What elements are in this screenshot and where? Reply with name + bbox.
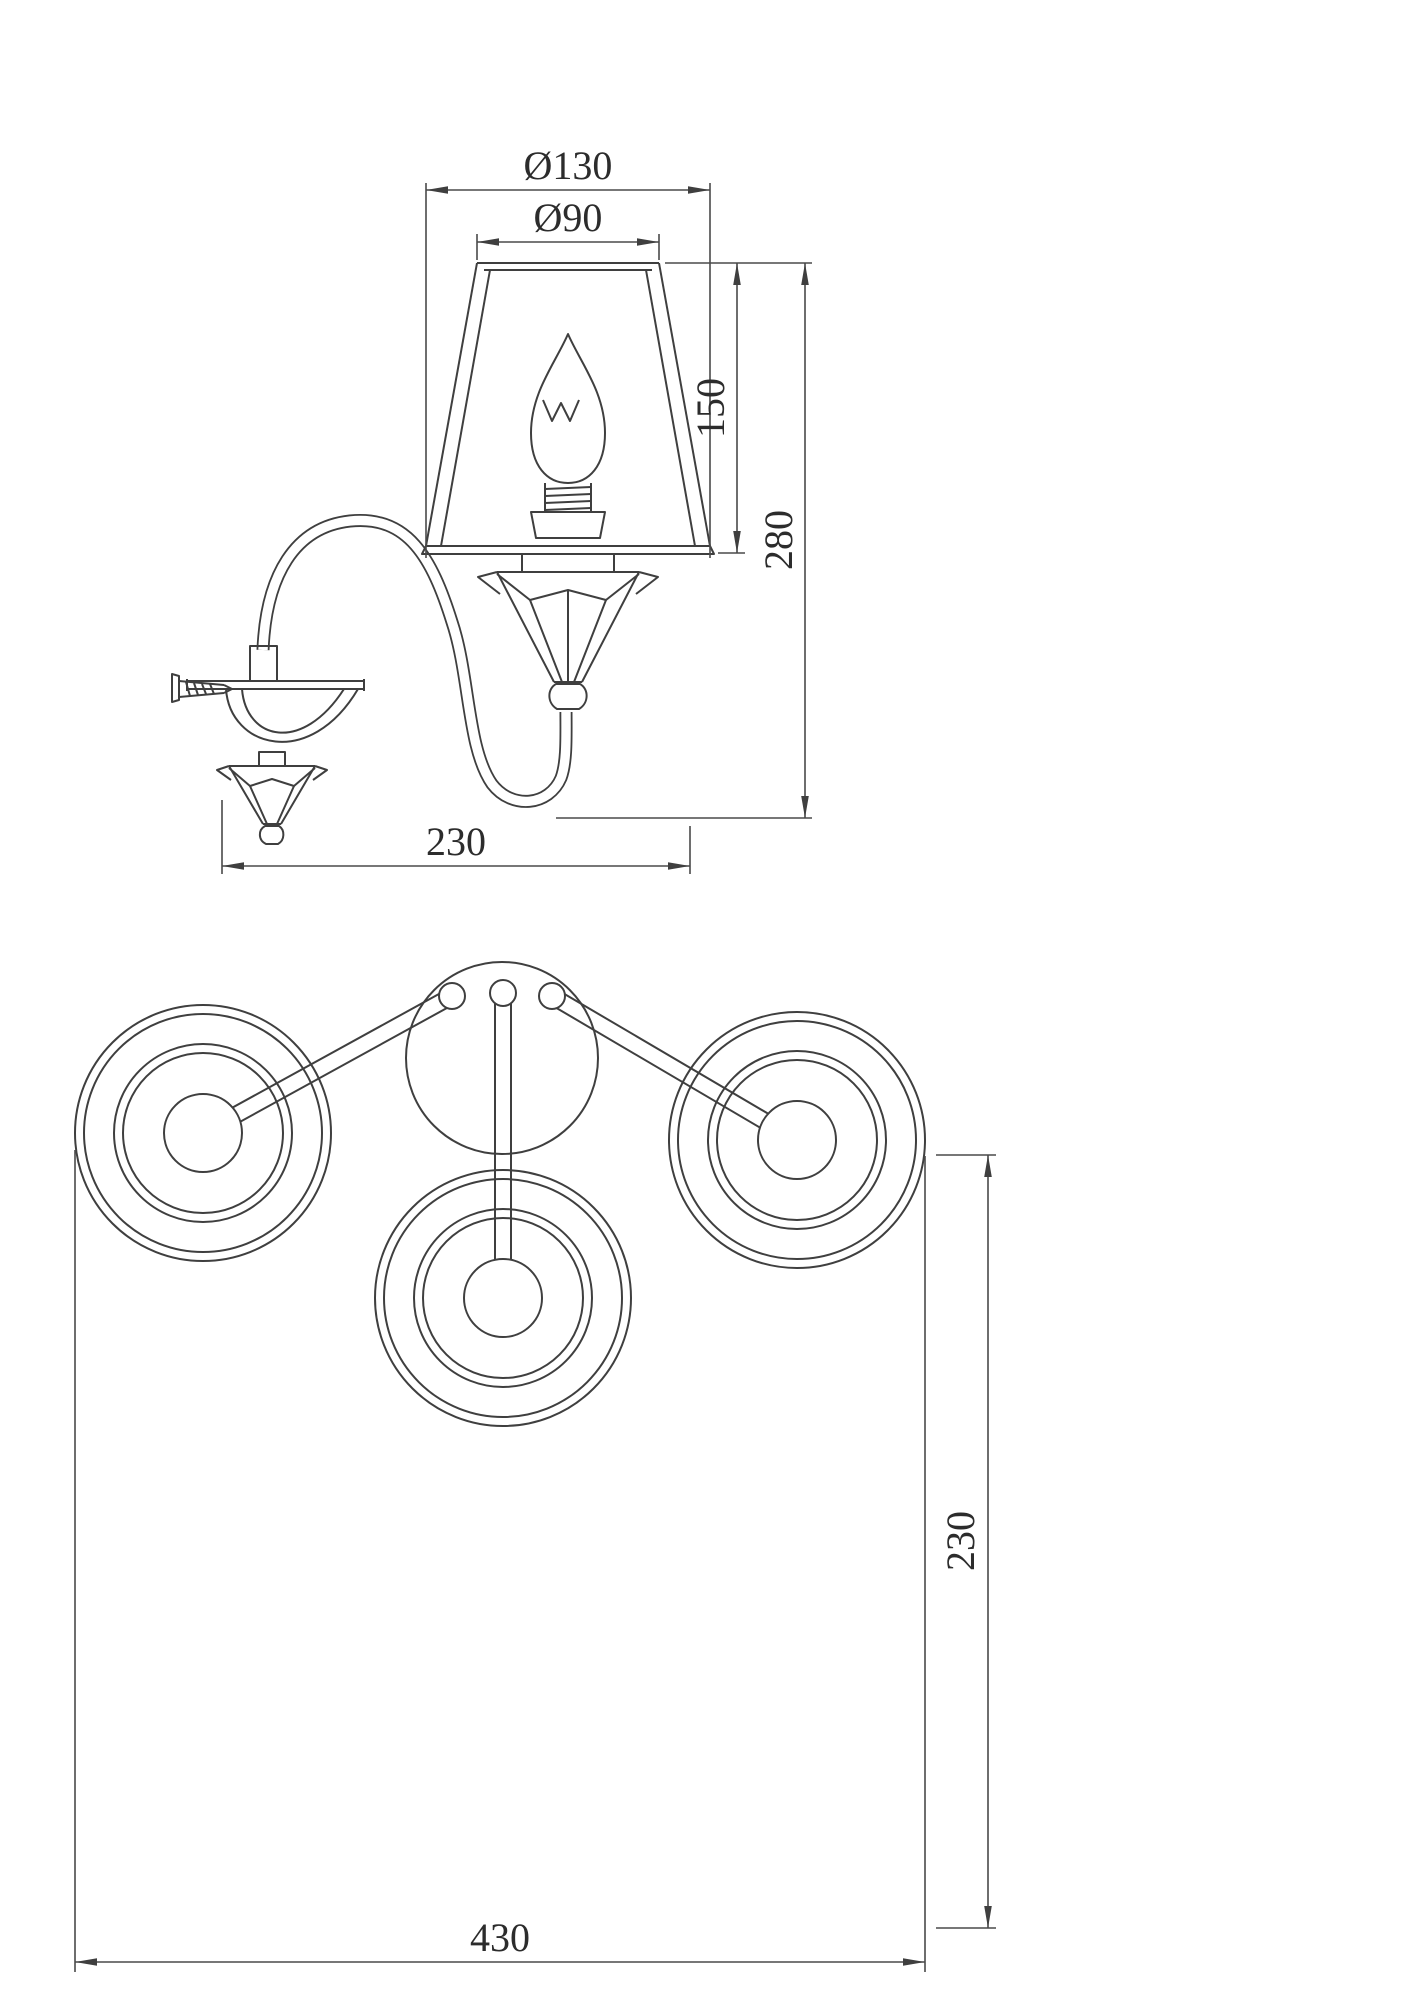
dim-inner-diameter: Ø90 xyxy=(476,195,660,260)
shade-top-left-center-hole xyxy=(163,1093,243,1173)
dim-outer-diameter-label: Ø130 xyxy=(524,143,613,188)
canopy-hole-center xyxy=(489,979,517,1007)
canopy-hole-right xyxy=(538,982,566,1010)
bulb-socket xyxy=(530,511,606,539)
dim-shade-height-label: 150 xyxy=(688,378,733,438)
shade-top-right-center-hole xyxy=(757,1100,837,1180)
cone-wing-right xyxy=(635,571,659,595)
plan-arm-left xyxy=(198,988,457,1141)
lamp-shade xyxy=(421,262,715,555)
mount-stem xyxy=(249,645,278,681)
plan-arm-right xyxy=(547,988,802,1148)
mount-ornament-cone xyxy=(216,765,328,845)
cone-knob xyxy=(548,683,588,710)
cone-wing-left xyxy=(477,571,501,595)
crystal-cone-holder xyxy=(477,571,659,710)
mount-collar xyxy=(258,751,286,766)
shade-top-center-center-hole xyxy=(463,1258,543,1338)
shade-top-left xyxy=(74,1004,332,1262)
plan-view: 430 230 xyxy=(74,961,996,1972)
canopy-plate xyxy=(405,961,599,1155)
shade-collar xyxy=(521,554,615,573)
dim-plan-depth: 230 xyxy=(936,1154,996,1929)
dim-total-height: 280 xyxy=(556,263,812,819)
plan-arm-center xyxy=(494,993,512,1298)
dim-total-height-label: 280 xyxy=(756,510,801,570)
dim-projection: 230 xyxy=(221,800,691,874)
dim-shade-height: 150 xyxy=(665,262,812,554)
canopy-hole-left xyxy=(438,982,466,1010)
dim-plan-width-label: 430 xyxy=(470,1915,530,1960)
dim-projection-label: 230 xyxy=(426,819,486,864)
candle-bulb xyxy=(530,333,606,539)
dim-plan-depth-label: 230 xyxy=(938,1511,983,1571)
shade-top-right xyxy=(668,1011,926,1269)
dim-outer-diameter: Ø130 xyxy=(425,143,711,558)
mount-bowl xyxy=(225,688,359,743)
dim-inner-diameter-label: Ø90 xyxy=(534,195,603,240)
filament-icon xyxy=(542,399,580,422)
shade-top-center xyxy=(374,1169,632,1427)
wall-arm-tube xyxy=(256,513,573,808)
mount-plate xyxy=(186,679,365,691)
bulb-screw-base xyxy=(544,483,592,512)
bulb-glass xyxy=(530,333,606,484)
side-view: Ø130 Ø90 150 280 230 xyxy=(171,143,812,874)
wall-mount xyxy=(171,645,365,845)
dim-plan-width: 430 xyxy=(74,1150,926,1972)
